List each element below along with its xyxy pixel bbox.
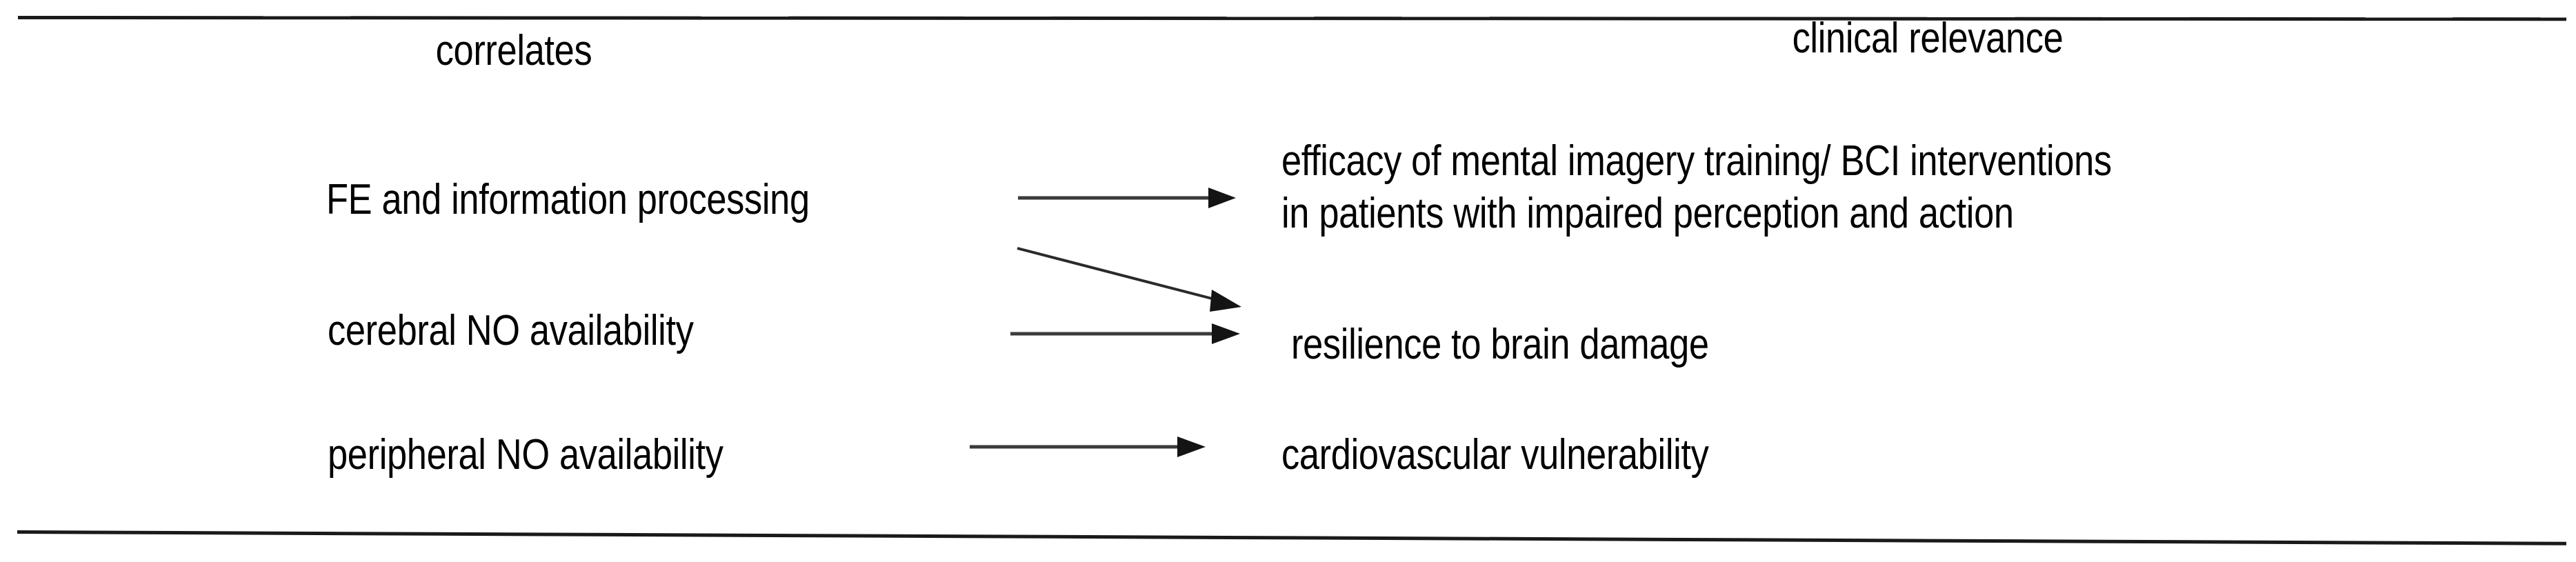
- correlate-item-peripheral-no-availability: peripheral NO availability: [328, 431, 723, 479]
- bottom-rule: [17, 530, 2566, 545]
- arrow-cerebralno-to-resilience: [1010, 323, 1240, 344]
- clinical-relevance-line-2: in patients with impaired perception and…: [1281, 190, 2014, 237]
- arrow-fe-to-resilience: [1017, 247, 1241, 312]
- clinical-relevance-item-efficacy-imagery-bci: efficacy of mental imagery training/ BCI…: [1281, 135, 2112, 240]
- column-header-clinical-relevance: clinical relevance: [1792, 14, 2064, 62]
- clinical-relevance-item-cardiovascular-vulnerability: cardiovascular vulnerability: [1281, 431, 1709, 479]
- column-header-correlates: correlates: [435, 27, 592, 74]
- correlate-item-fe-information-processing: FE and information processing: [326, 176, 810, 223]
- correlate-item-cerebral-no-availability: cerebral NO availability: [328, 307, 694, 354]
- clinical-relevance-item-resilience-brain-damage: resilience to brain damage: [1291, 321, 1709, 368]
- arrow-fe-to-efficacy: [1018, 188, 1236, 208]
- arrow-peripheralno-to-cardiovascular: [970, 436, 1206, 457]
- clinical-relevance-line-1: efficacy of mental imagery training/ BCI…: [1281, 137, 2112, 185]
